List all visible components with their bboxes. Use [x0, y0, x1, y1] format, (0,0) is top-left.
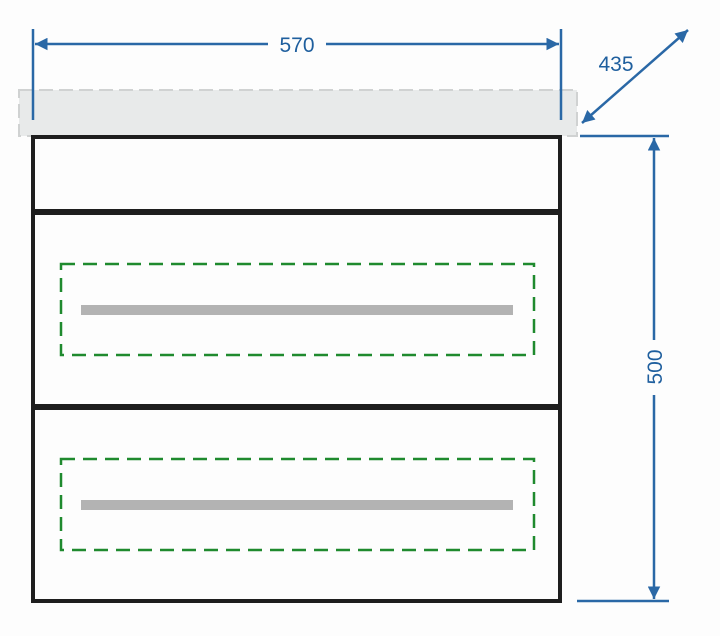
drawer-outline-1: [59, 262, 536, 357]
drawer-divider-top: [33, 209, 560, 215]
cabinet-frame: [31, 135, 562, 603]
drawer-handle-1: [81, 305, 513, 315]
depth-label: 435: [598, 53, 633, 76]
drawer-handle-2: [81, 500, 513, 510]
depth-arrow: [581, 29, 689, 124]
drawer-divider-middle: [33, 404, 560, 410]
drawer-outline-2: [59, 457, 536, 552]
countertop: [18, 89, 578, 137]
width-label: 570: [279, 34, 314, 57]
height-label: 500: [644, 349, 667, 384]
